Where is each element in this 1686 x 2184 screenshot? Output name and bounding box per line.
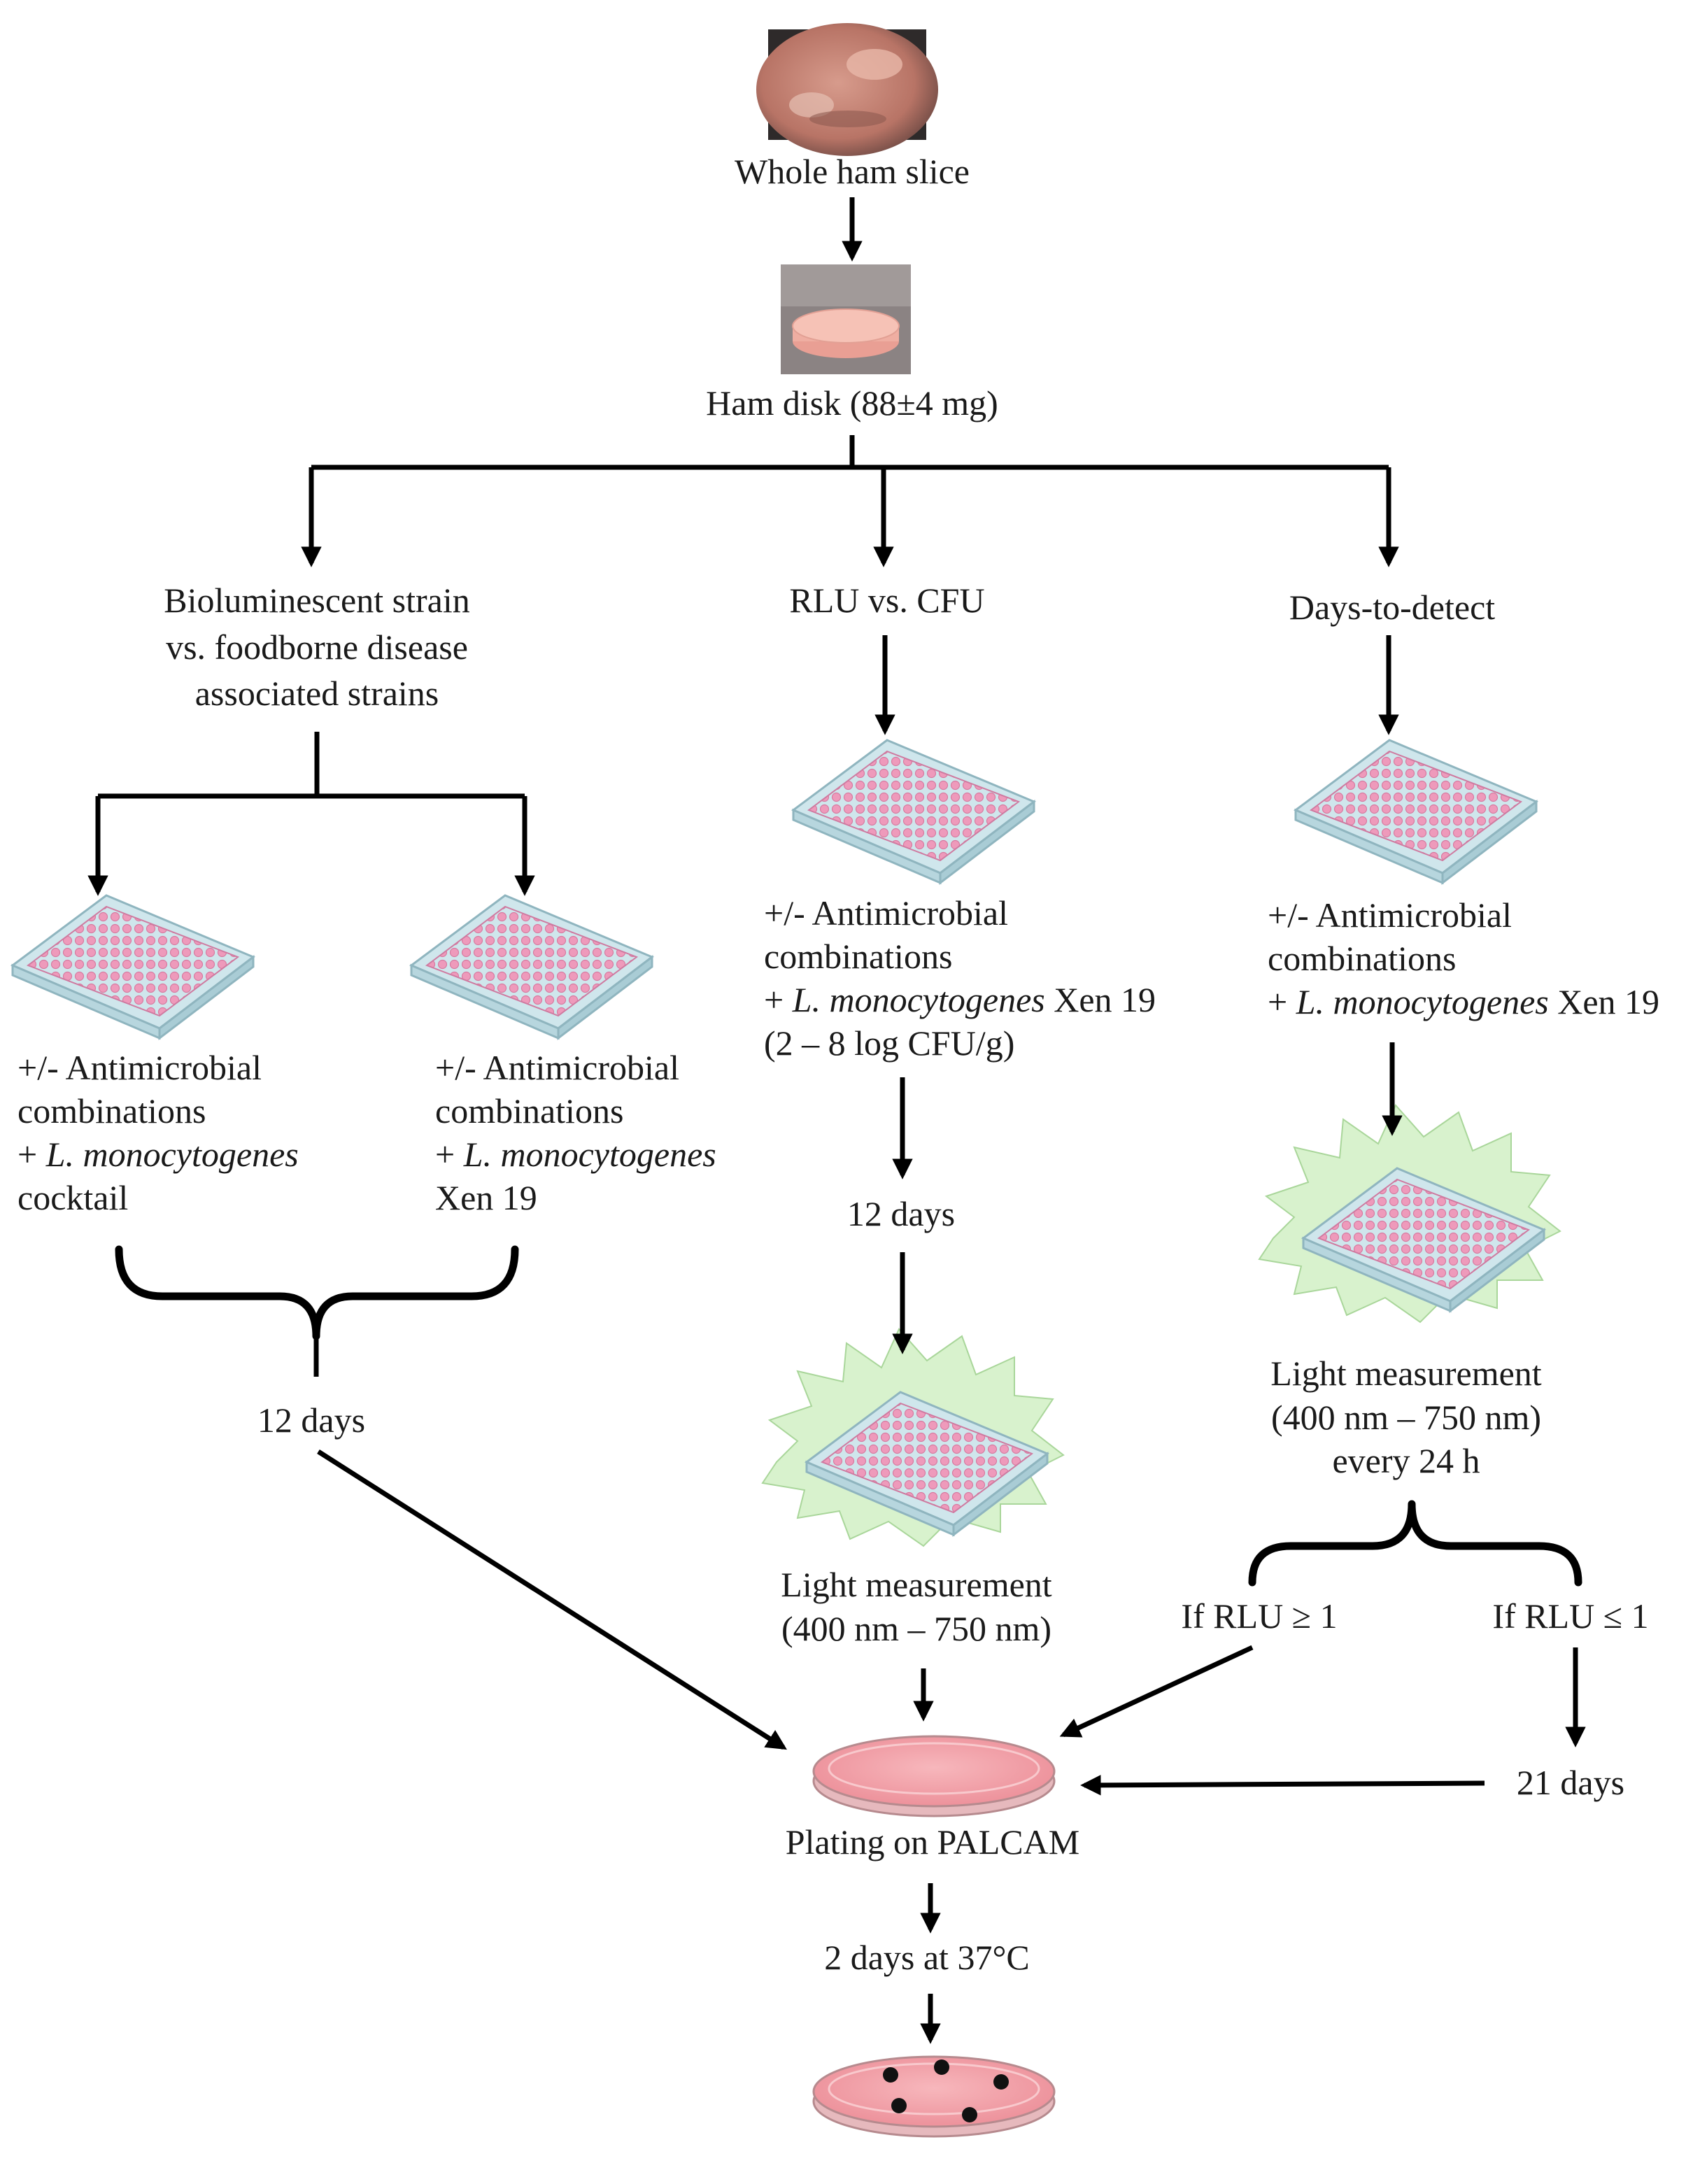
svg-text:+/- Antimicrobial: +/- Antimicrobial bbox=[435, 1048, 679, 1087]
svg-text:(400 nm – 750 nm): (400 nm – 750 nm) bbox=[1271, 1398, 1541, 1437]
light-measurement-mid-label: Light measurement (400 nm – 750 nm) bbox=[781, 1565, 1051, 1648]
ham-disk-label: Ham disk (88±4 mg) bbox=[706, 383, 998, 423]
twelve-days-left-label: 12 days bbox=[257, 1401, 365, 1440]
incubation-label: 2 days at 37°C bbox=[824, 1938, 1030, 1977]
well-plate-xen19 bbox=[410, 894, 653, 1040]
svg-text:Light measurement: Light measurement bbox=[1270, 1354, 1541, 1393]
days-to-detect-label: Days-to-detect bbox=[1289, 588, 1495, 627]
plating-on-palcam-label: Plating on PALCAM bbox=[786, 1822, 1079, 1862]
svg-text:+/- Antimicrobial: +/- Antimicrobial bbox=[764, 893, 1008, 933]
bioluminescent-vs-foodborne-label: Bioluminescent strain vs. foodborne dise… bbox=[164, 581, 469, 713]
rlu-vs-cfu-label: RLU vs. CFU bbox=[789, 581, 984, 620]
palcam-plate-image bbox=[812, 1735, 1056, 1817]
cocktail-treatment-label: +/- Antimicrobial combinations + L. mono… bbox=[17, 1048, 299, 1217]
svg-text:cocktail: cocktail bbox=[17, 1178, 128, 1217]
svg-text:+/- Antimicrobial: +/- Antimicrobial bbox=[17, 1048, 262, 1087]
well-plate-rlu bbox=[792, 739, 1035, 884]
well-plate-days bbox=[1294, 739, 1538, 884]
svg-text:combinations: combinations bbox=[17, 1091, 206, 1130]
svg-text:(2 – 8 log CFU/g): (2 – 8 log CFU/g) bbox=[764, 1023, 1014, 1063]
svg-text:combinations: combinations bbox=[764, 937, 952, 976]
svg-text:every 24 h: every 24 h bbox=[1332, 1441, 1480, 1480]
svg-text:Bioluminescent strain: Bioluminescent strain bbox=[164, 581, 469, 620]
svg-text:+ L. monocytogenes: + L. monocytogenes bbox=[435, 1135, 716, 1174]
svg-text:combinations: combinations bbox=[1268, 939, 1456, 978]
svg-text:+ L. monocytogenes: + L. monocytogenes bbox=[17, 1135, 299, 1174]
if-rlu-ge-1-label: If RLU ≥ 1 bbox=[1181, 1596, 1337, 1636]
twelve-days-mid-label: 12 days bbox=[847, 1194, 955, 1233]
glowing-plate-rlu bbox=[763, 1329, 1063, 1546]
svg-text:combinations: combinations bbox=[435, 1091, 623, 1130]
svg-text:(400 nm – 750 nm): (400 nm – 750 nm) bbox=[781, 1609, 1051, 1648]
days-treatment-label: +/- Antimicrobial combinations + L. mono… bbox=[1268, 895, 1659, 1021]
twenty-one-days-label: 21 days bbox=[1517, 1763, 1624, 1802]
xen19-treatment-label: +/- Antimicrobial combinations + L. mono… bbox=[435, 1048, 716, 1217]
colony-plate-image bbox=[812, 2055, 1056, 2138]
if-rlu-le-1-label: If RLU ≤ 1 bbox=[1492, 1596, 1648, 1636]
well-plate-cocktail bbox=[11, 894, 255, 1040]
svg-text:+ L. monocytogenes Xen 19: + L. monocytogenes Xen 19 bbox=[764, 980, 1156, 1019]
svg-text:associated strains: associated strains bbox=[195, 674, 439, 713]
connector-lines bbox=[87, 197, 1586, 2044]
whole-ham-slice-label: Whole ham slice bbox=[735, 152, 970, 191]
svg-text:Light measurement: Light measurement bbox=[781, 1565, 1051, 1604]
svg-text:vs. foodborne disease: vs. foodborne disease bbox=[166, 627, 468, 667]
whole-ham-slice-image bbox=[756, 23, 938, 156]
rlu-treatment-label: +/- Antimicrobial combinations + L. mono… bbox=[764, 893, 1156, 1063]
svg-text:+/- Antimicrobial: +/- Antimicrobial bbox=[1268, 895, 1512, 935]
glowing-plate-days bbox=[1259, 1105, 1560, 1322]
svg-text:+ L. monocytogenes Xen 19: + L. monocytogenes Xen 19 bbox=[1268, 982, 1659, 1021]
ham-disk-image bbox=[781, 264, 911, 374]
light-measurement-right-label: Light measurement (400 nm – 750 nm) ever… bbox=[1270, 1354, 1541, 1480]
svg-text:Xen 19: Xen 19 bbox=[435, 1178, 537, 1217]
